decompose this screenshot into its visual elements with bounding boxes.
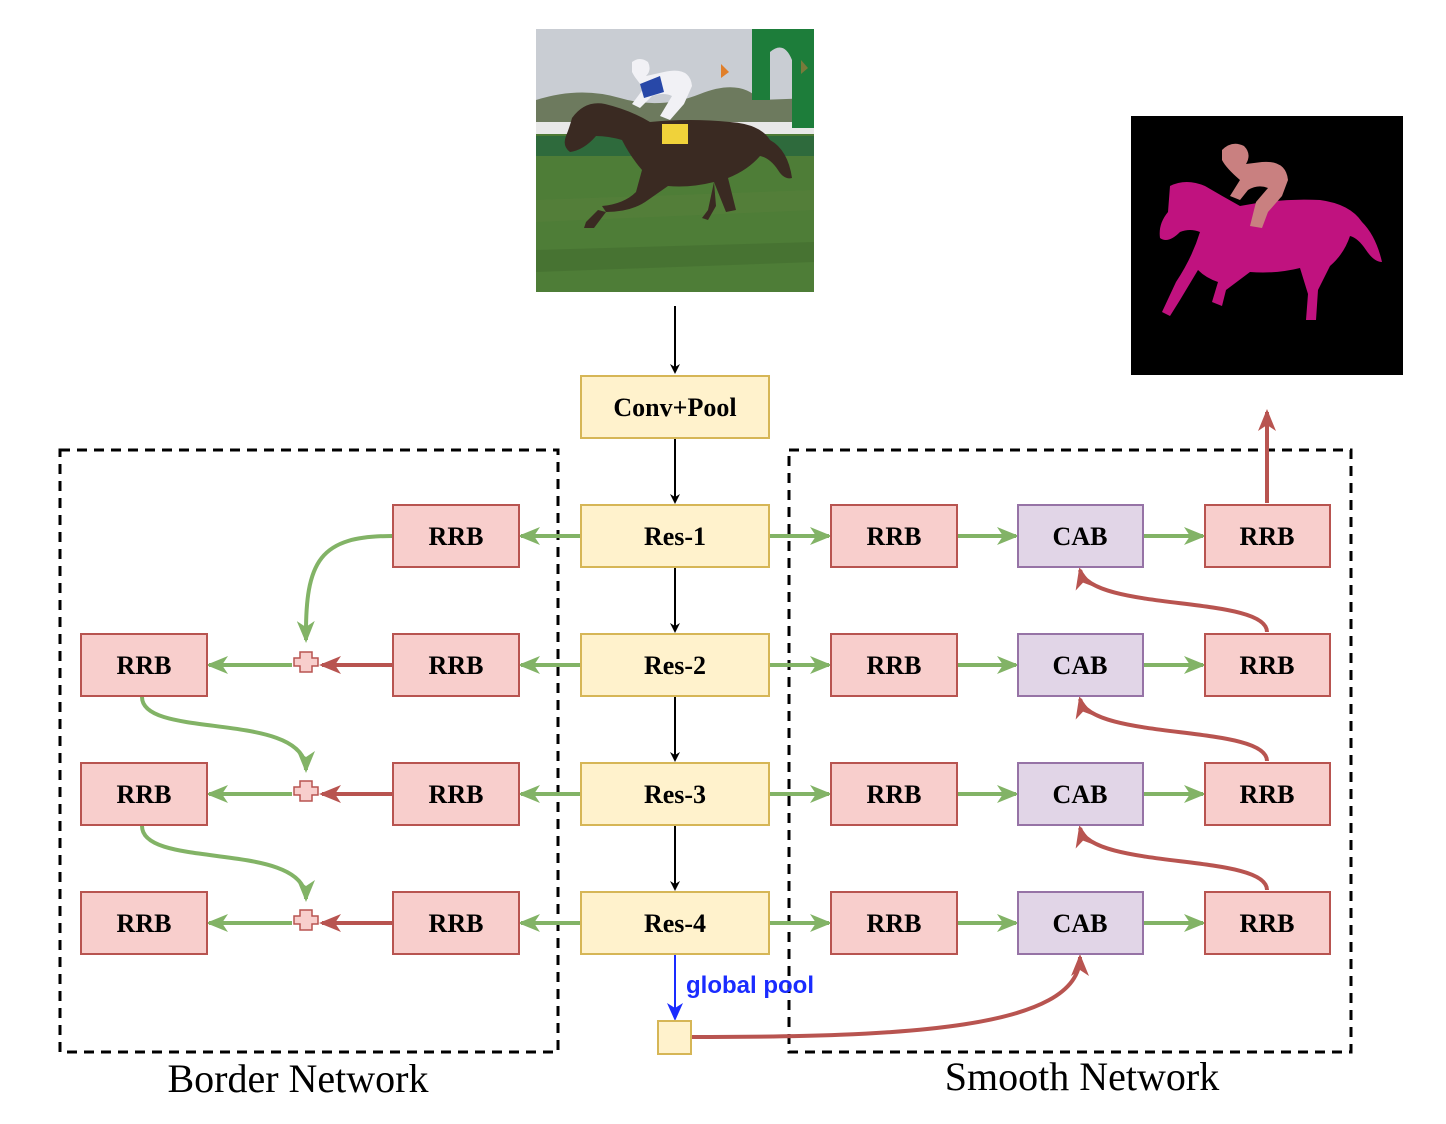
res4-box: Res-4 [580, 891, 770, 955]
rrb-label: RRB [1240, 909, 1295, 938]
res1-box: Res-1 [580, 504, 770, 568]
res4-label: Res-4 [644, 909, 706, 938]
res2-label: Res-2 [644, 651, 706, 680]
smooth-cab-1: CAB [1017, 504, 1144, 568]
border-rrb-1: RRB [392, 504, 520, 568]
border-rrb-out-2: RRB [80, 633, 208, 697]
smooth-rrb-a1: RRB [830, 504, 958, 568]
res3-box: Res-3 [580, 762, 770, 826]
cab-label: CAB [1053, 909, 1108, 938]
smooth-cab-4: CAB [1017, 891, 1144, 955]
smooth-rrb-b4: RRB [1204, 891, 1331, 955]
rrb-label: RRB [117, 909, 172, 938]
cab-label: CAB [1053, 780, 1108, 809]
conv-pool-label: Conv+Pool [613, 393, 736, 422]
global-pool-node [657, 1020, 692, 1055]
smooth-rrb-a2: RRB [830, 633, 958, 697]
rrb-label: RRB [117, 651, 172, 680]
rrb-label: RRB [1240, 522, 1295, 551]
plus-icon [293, 651, 319, 673]
border-network-label: Border Network [167, 1056, 428, 1101]
plus-nodes [293, 651, 319, 931]
smooth-rrb-b1: RRB [1204, 504, 1331, 568]
res1-label: Res-1 [644, 522, 706, 551]
rrb-label: RRB [1240, 780, 1295, 809]
rrb-label: RRB [429, 651, 484, 680]
rrb-label: RRB [867, 780, 922, 809]
smooth-cab-2: CAB [1017, 633, 1144, 697]
cab-label: CAB [1053, 522, 1108, 551]
rrb-label: RRB [117, 780, 172, 809]
res3-label: Res-3 [644, 780, 706, 809]
border-rrb-4: RRB [392, 891, 520, 955]
rrb-label: RRB [429, 780, 484, 809]
output-mask [1131, 116, 1403, 375]
rrb-label: RRB [867, 522, 922, 551]
res2-box: Res-2 [580, 633, 770, 697]
border-network-region [58, 448, 560, 1054]
mask-horse [1159, 182, 1382, 320]
plus-icon [293, 909, 319, 931]
red-arrows [319, 409, 1276, 1039]
backbone: Conv+Pool Res-1 Res-2 Res-3 Res-4 [580, 375, 770, 1055]
rrb-label: RRB [429, 909, 484, 938]
smooth-network-label: Smooth Network [945, 1054, 1219, 1099]
mask-person [1222, 143, 1288, 228]
cab-label: CAB [1053, 651, 1108, 680]
smooth-cab-3: CAB [1017, 762, 1144, 826]
rrb-label: RRB [1240, 651, 1295, 680]
plus-icon [293, 780, 319, 802]
smooth-rrb-a3: RRB [830, 762, 958, 826]
input-image [536, 29, 814, 292]
smooth-network-region [787, 448, 1353, 1054]
smooth-rrb-b2: RRB [1204, 633, 1331, 697]
rrb-label: RRB [429, 522, 484, 551]
border-rrb-3: RRB [392, 762, 520, 826]
border-rrb-out-3: RRB [80, 762, 208, 826]
border-rrb-out-4: RRB [80, 891, 208, 955]
green-arrows [140, 527, 1206, 932]
rrb-label: RRB [867, 651, 922, 680]
smooth-network-blocks: RRB RRB RRB RRB CAB CAB CAB CAB [830, 504, 1331, 955]
smooth-rrb-a4: RRB [830, 891, 958, 955]
global-pool-label: global pool [686, 972, 814, 999]
smooth-rrb-b3: RRB [1204, 762, 1331, 826]
border-network-blocks: RRB RRB RRB RRB RRB RRB RRB [80, 504, 520, 955]
border-rrb-2: RRB [392, 633, 520, 697]
rrb-label: RRB [867, 909, 922, 938]
conv-pool-box: Conv+Pool [580, 375, 770, 439]
